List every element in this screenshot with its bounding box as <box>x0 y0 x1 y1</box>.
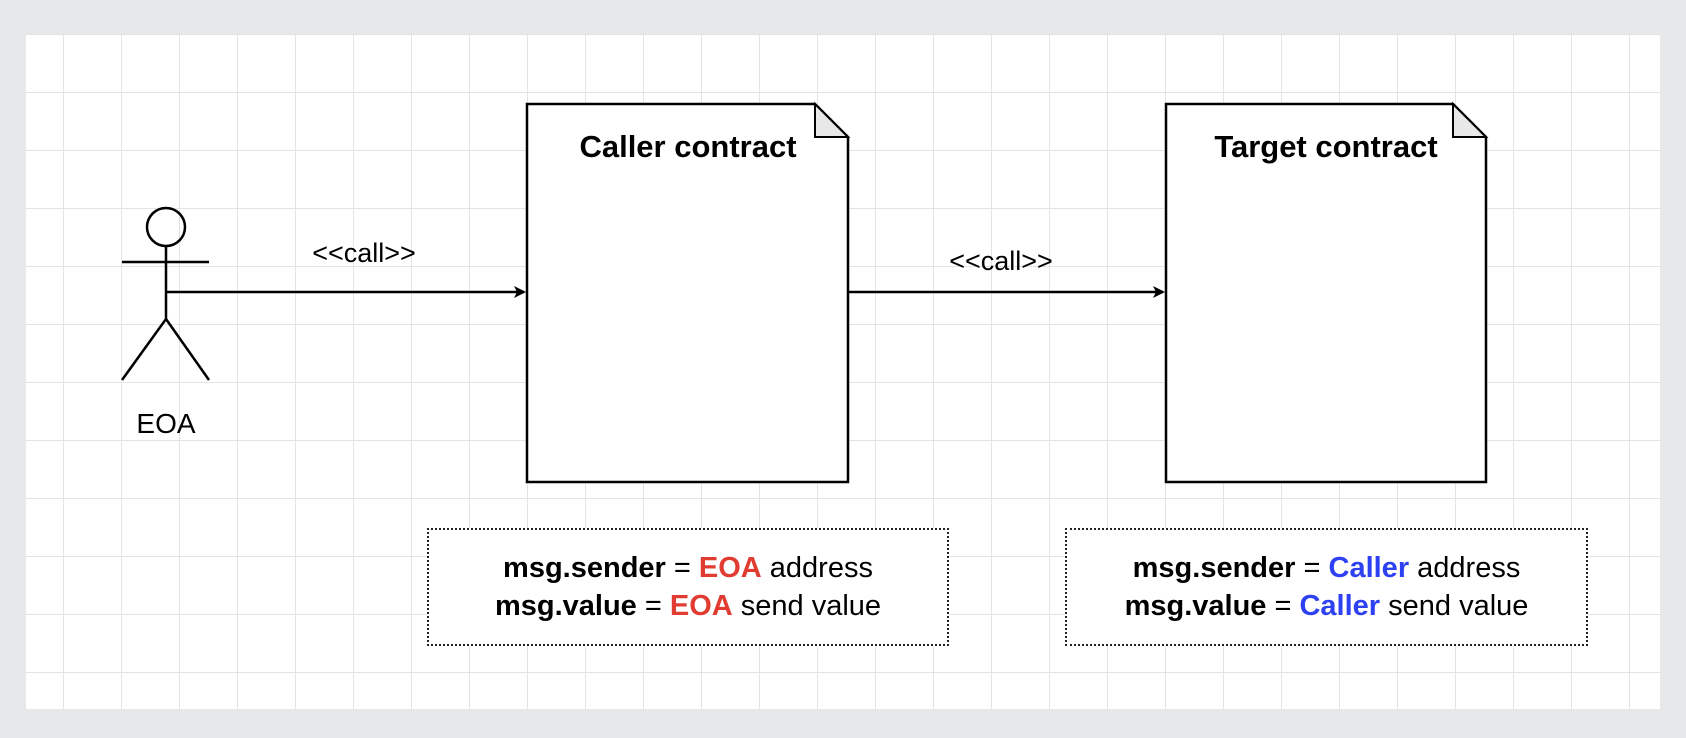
note-key: msg.value <box>1124 590 1267 622</box>
note-highlight-eoa: EOA <box>698 552 762 584</box>
note-rest: address <box>761 552 873 584</box>
note-eq: = <box>1295 552 1329 584</box>
note-highlight-caller: Caller <box>1328 552 1410 584</box>
edge-label: <<call>> <box>312 238 416 268</box>
note-caller-context: msg.sender = EOA address msg.value = EOA… <box>427 528 949 646</box>
note-key: msg.sender <box>1132 552 1296 584</box>
target-contract-box: Target contract <box>1164 101 1489 484</box>
caller-contract-box: Caller contract <box>525 101 851 484</box>
edge-caller-to-target: <<call>> <box>848 246 1165 298</box>
caller-contract-fold <box>814 101 851 138</box>
note-highlight-eoa: EOA <box>669 590 733 622</box>
actor-label: EOA <box>136 408 195 439</box>
note-key: msg.value <box>494 590 637 622</box>
edge-eoa-to-caller: <<call>> <box>166 238 526 298</box>
caller-contract-title: Caller contract <box>579 129 796 164</box>
note-rest: send value <box>1380 590 1529 622</box>
actor-right-leg <box>164 318 211 381</box>
target-contract-title: Target contract <box>1214 129 1437 164</box>
note-eq: = <box>1266 590 1300 622</box>
note-eq: = <box>636 590 670 622</box>
actor-head <box>145 206 187 248</box>
note-target-context: msg.sender = Caller address msg.value = … <box>1065 528 1588 646</box>
edge-label: <<call>> <box>949 246 1053 276</box>
note-rest: send value <box>732 590 882 622</box>
actor-eoa: EOA <box>120 206 211 439</box>
note-line-value: msg.value = EOA send value <box>495 587 881 625</box>
target-contract-shape <box>1164 102 1488 484</box>
target-contract-fold <box>1452 101 1489 138</box>
note-eq: = <box>665 552 699 584</box>
caller-contract-shape <box>525 102 850 484</box>
actor-left-leg <box>120 318 168 381</box>
note-line-sender: msg.sender = Caller address <box>1133 549 1521 587</box>
note-rest: address <box>1409 552 1521 584</box>
note-line-value: msg.value = Caller send value <box>1125 587 1529 625</box>
note-key: msg.sender <box>503 552 666 584</box>
note-line-sender: msg.sender = EOA address <box>503 549 873 587</box>
note-highlight-caller: Caller <box>1299 590 1381 622</box>
